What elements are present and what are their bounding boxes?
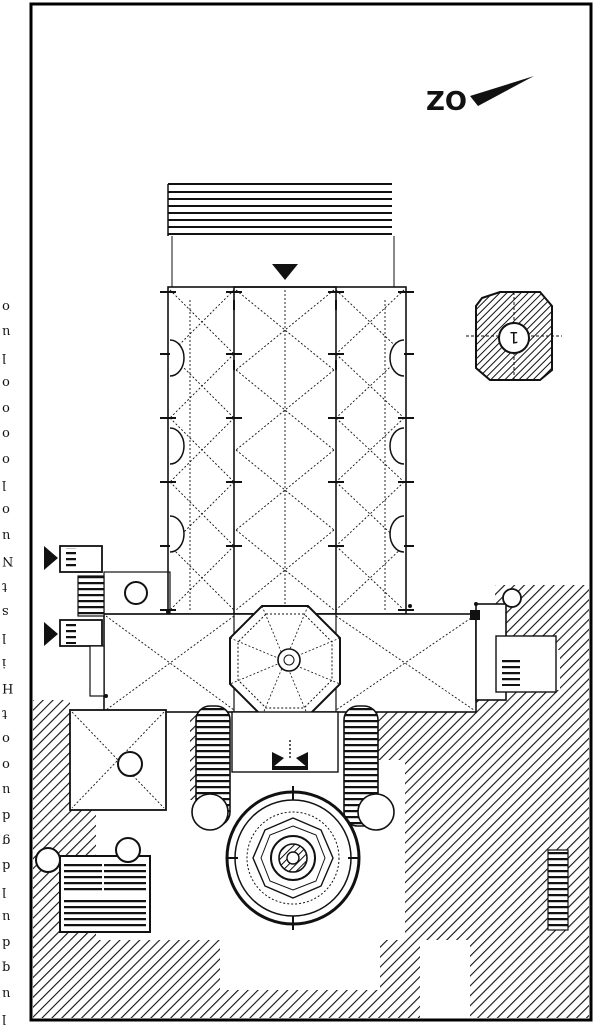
margin-letter: q <box>2 960 11 976</box>
margin-letter: o <box>2 375 10 391</box>
margin-letter: l <box>2 629 7 645</box>
entrance-steps <box>167 183 395 287</box>
figure-frame <box>29 2 593 1022</box>
margin-letter: o <box>2 451 10 467</box>
margin-letter: H <box>2 680 14 696</box>
compass-label: ZO <box>426 87 467 117</box>
legend-tower: 1 <box>466 291 562 382</box>
left-annex <box>69 571 171 811</box>
margin-letter: o <box>2 731 10 747</box>
margin-letter: u <box>2 527 11 543</box>
margin-letter: d <box>2 934 11 950</box>
bottom-left-structure <box>35 837 151 933</box>
margin-letter: t <box>2 705 8 721</box>
choir-marker-icon <box>272 740 308 770</box>
margin-letter: s <box>2 604 9 620</box>
margin-letter: l <box>2 1011 7 1026</box>
margin-letter: N <box>2 553 14 569</box>
margin-letter: o <box>2 502 10 518</box>
margin-letter: l <box>2 883 7 899</box>
margin-letter: l <box>2 477 7 492</box>
side-entrances <box>44 545 105 697</box>
margin-letter: u <box>2 909 11 925</box>
margin-letter: i <box>2 655 7 670</box>
margin-letter: o <box>2 426 10 442</box>
margin-letter: t <box>2 578 8 594</box>
margin-letter: o <box>2 756 10 772</box>
margin-letter: o <box>2 299 10 314</box>
entrance-marker-icon <box>272 264 298 280</box>
crossing-dome <box>229 605 341 717</box>
margin-letter: d <box>2 807 11 823</box>
margin-letter: l <box>2 349 7 365</box>
margin-letter: g <box>2 833 11 848</box>
margin-letter: o <box>2 400 10 416</box>
margin-letter: u <box>2 324 11 340</box>
margin-letter: u <box>2 985 11 1001</box>
legend-marker: 1 <box>509 328 519 347</box>
margin-letter: d <box>2 858 11 874</box>
north-arrow-icon: ZO <box>426 76 534 117</box>
nave <box>160 286 414 615</box>
rotunda <box>191 786 395 930</box>
margin-letter: u <box>2 782 11 798</box>
right-annex <box>470 588 569 931</box>
